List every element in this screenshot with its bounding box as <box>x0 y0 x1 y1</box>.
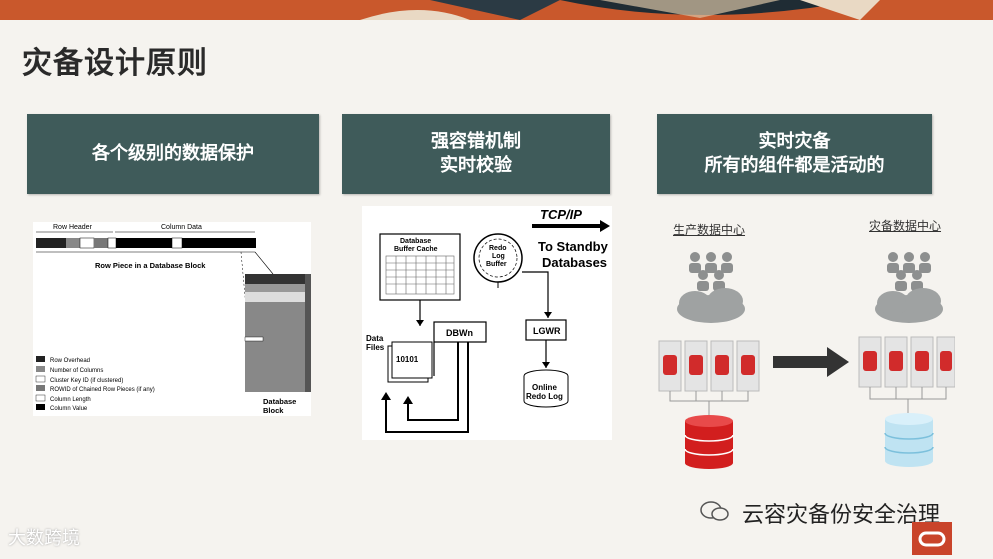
panel-line: 所有的组件都是活动的 <box>704 155 885 176</box>
redo-label-3: Buffer <box>486 261 507 268</box>
panel-fault-tolerance: 强容错机制 实时校验 <box>342 114 610 194</box>
decorative-pattern-icon <box>360 0 880 20</box>
wechat-icon <box>700 500 730 522</box>
online-label-1: Online <box>532 383 557 392</box>
cache-label-2: Buffer Cache <box>394 246 438 253</box>
panel-line: 实时校验 <box>440 155 512 176</box>
db-block-label-1: Database <box>263 397 296 406</box>
watermark-right: 云容灾备份安全治理 <box>742 503 941 528</box>
row-piece-caption: Row Piece in a Database Block <box>95 261 206 270</box>
files-label: Files <box>366 343 385 352</box>
panel-data-protection: 各个级别的数据保护 <box>27 114 319 194</box>
redo-process-diagram: TCP/IP To Standby Databases Database Buf… <box>362 206 612 440</box>
bits-label: 10101 <box>396 355 419 364</box>
legend-item: ROWID of Chained Row Pieces (if any) <box>50 387 155 393</box>
databases-label: Databases <box>542 255 607 270</box>
dr-architecture-diagram: 生产数据中心 灾备数据中心 <box>655 205 955 475</box>
data-label: Data <box>366 334 384 343</box>
legend-item: Column Value <box>50 406 88 412</box>
legend-item: Row Overhead <box>50 358 90 364</box>
to-standby-label: To Standby <box>538 239 609 254</box>
panel-realtime-dr: 实时灾备 所有的组件都是活动的 <box>657 114 932 194</box>
prod-dc-label: 生产数据中心 <box>673 223 746 237</box>
primary-database-icon <box>684 415 734 469</box>
panel-line: 强容错机制 <box>431 131 521 152</box>
legend-item: Number of Columns <box>50 368 103 374</box>
oracle-logo-icon <box>912 522 952 555</box>
redo-label-2: Log <box>492 253 505 260</box>
server-rack-icon <box>658 340 760 392</box>
cache-label-1: Database <box>400 238 431 245</box>
people-icon <box>887 252 931 291</box>
arrow-right-icon <box>773 347 849 377</box>
tcpip-label: TCP/IP <box>540 207 582 222</box>
legend-item: Column Length <box>50 397 91 403</box>
dr-dc-label: 灾备数据中心 <box>869 219 942 233</box>
panel-line: 各个级别的数据保护 <box>92 143 254 164</box>
page-title: 灾备设计原则 <box>22 46 208 81</box>
db-block-label-2: Block <box>263 406 284 415</box>
column-data-label: Column Data <box>161 224 202 231</box>
online-label-2: Redo Log <box>526 392 563 401</box>
cloud-icon <box>875 288 943 323</box>
panel-line: 实时灾备 <box>758 131 831 152</box>
dbwn-label: DBWn <box>446 328 473 338</box>
row-header-label: Row Header <box>53 224 93 231</box>
row-piece-diagram: Row Header Column Data Row Piece in a Da… <box>33 222 311 416</box>
server-rack-icon <box>858 336 955 388</box>
cloud-icon <box>677 288 745 323</box>
watermark-left: 大数跨境 <box>8 528 80 549</box>
standby-database-icon <box>884 413 934 467</box>
redo-label-1: Redo <box>489 245 507 252</box>
legend-item: Cluster Key ID (if clustered) <box>50 378 123 384</box>
people-icon <box>689 252 733 291</box>
lgwr-label: LGWR <box>533 326 561 336</box>
header-decorative-band <box>0 0 993 20</box>
